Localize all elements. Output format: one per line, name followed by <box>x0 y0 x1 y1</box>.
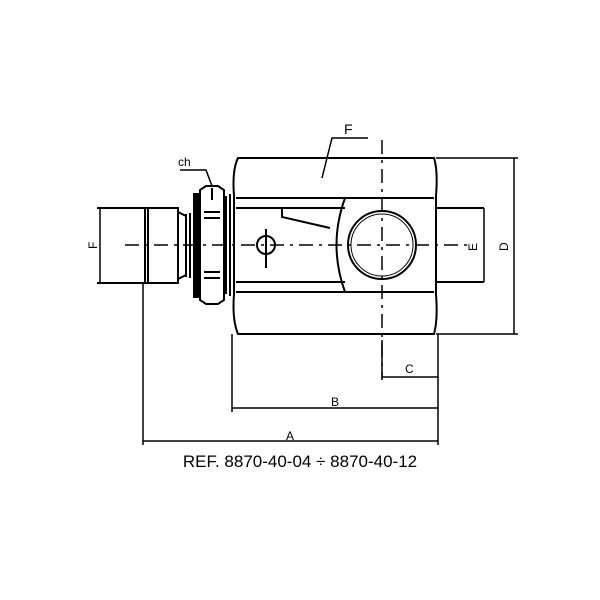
dim-ch-label: ch <box>178 155 191 169</box>
reference-caption: REF. 8870-40-04 ÷ 8870-40-12 <box>182 452 418 471</box>
dim-F-port-label: F <box>344 121 353 137</box>
hex-nut <box>199 185 225 305</box>
dim-F-label: F <box>86 242 100 249</box>
dim-E-label: E <box>466 243 480 251</box>
main-body <box>232 157 484 335</box>
dim-B-label: B <box>331 395 339 409</box>
dim-D-label: D <box>497 242 511 251</box>
dim-A-label: A <box>286 429 294 443</box>
dim-C-label: C <box>405 362 414 376</box>
